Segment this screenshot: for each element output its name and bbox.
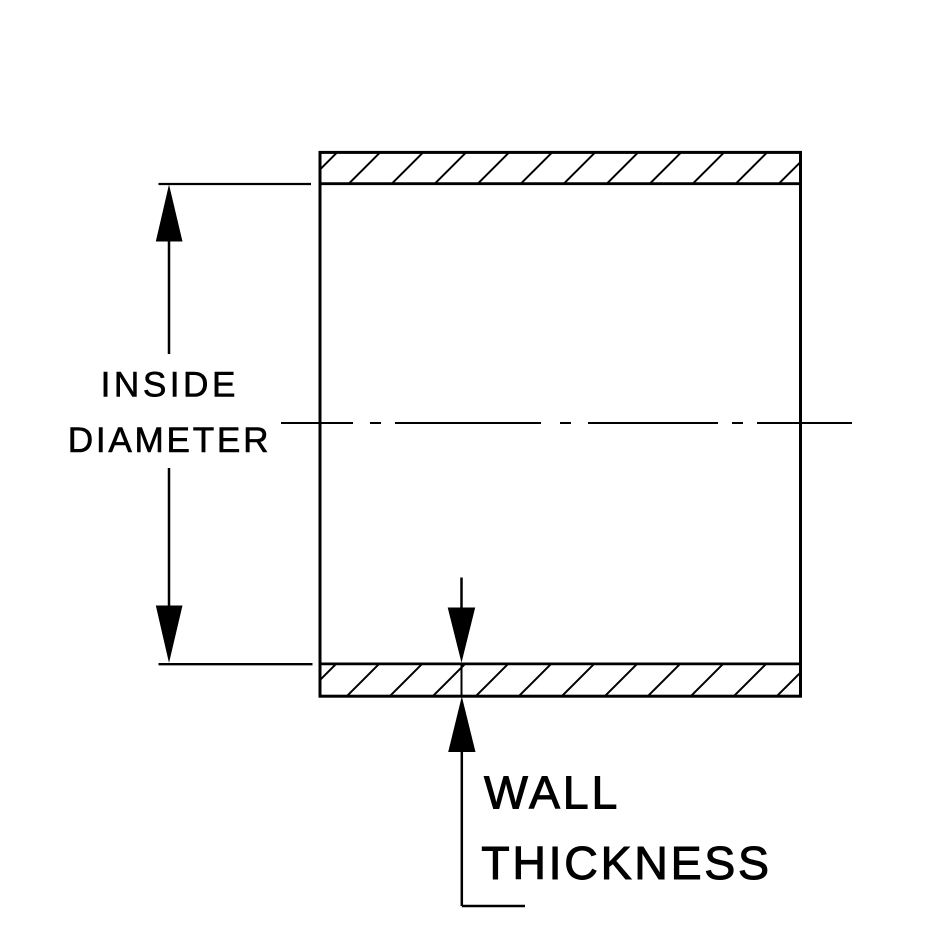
svg-text:THICKNESS: THICKNESS <box>481 837 771 889</box>
svg-text:INSIDE: INSIDE <box>101 365 239 404</box>
svg-text:WALL: WALL <box>484 766 620 818</box>
svg-text:DIAMETER: DIAMETER <box>68 421 271 460</box>
